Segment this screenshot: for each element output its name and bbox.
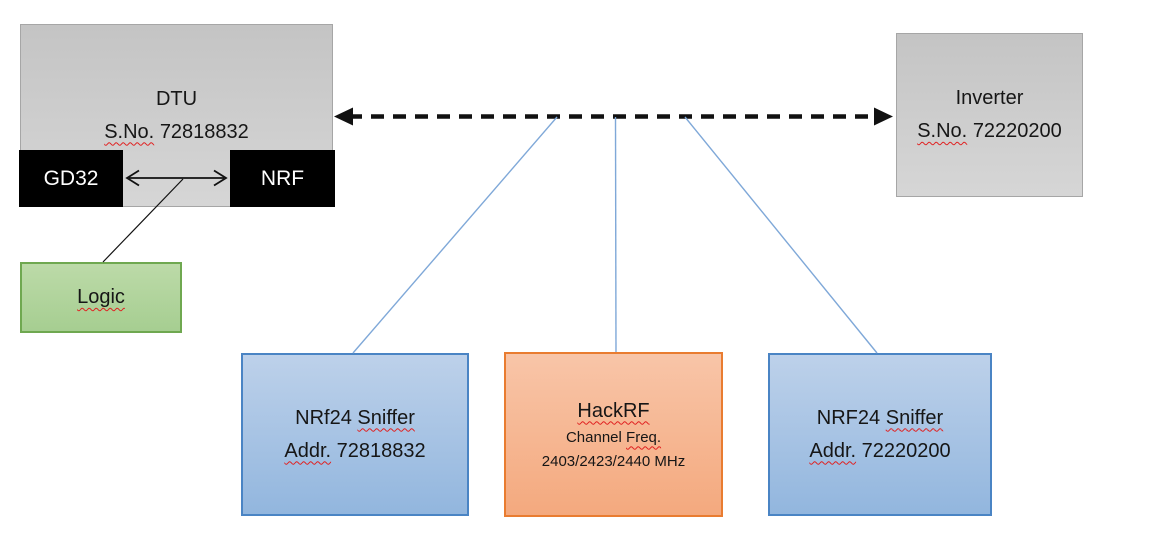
gd32-label: GD32 xyxy=(43,167,99,190)
hackrf-title: HackRF xyxy=(577,399,650,422)
nrf-chip[interactable]: NRF xyxy=(230,150,335,207)
hackrf-frequencies: 2403/2423/2440 MHz xyxy=(541,452,686,470)
dtu-serial: S.No.72818832 xyxy=(104,116,249,149)
sniffer-left-word: Sniffer xyxy=(357,406,415,429)
hackrf-freq-word: Freq. xyxy=(626,428,662,446)
sniffer-right-device: NRF24 xyxy=(816,406,881,429)
connector-hackrf[interactable] xyxy=(614,116,617,353)
rf-link-arrowhead-right xyxy=(874,107,893,126)
inverter-serial-value: 72220200 xyxy=(972,120,1062,142)
sniffer-right-addr: Addr.72220200 xyxy=(809,435,950,468)
dtu-serial-label: S.No. xyxy=(104,120,155,143)
sniffer-left-addr-label: Addr. xyxy=(284,439,332,462)
sniffer-left-device: NRf24 xyxy=(295,406,352,429)
connector-sniffer-left[interactable] xyxy=(352,116,558,354)
gd32-chip[interactable]: GD32 xyxy=(19,150,123,207)
logic-box[interactable]: Logic xyxy=(20,262,182,333)
sniffer-right-word: Sniffer xyxy=(885,406,944,429)
connector-sniffer-right[interactable] xyxy=(684,116,878,354)
dtu-title: DTU xyxy=(155,87,198,110)
rf-link-arrowhead-left xyxy=(334,107,353,126)
sniffer-right-addr-value: 72220200 xyxy=(861,439,951,462)
sniffer-right-addr-label: Addr. xyxy=(809,439,857,462)
dtu-serial-value: 72818832 xyxy=(159,120,249,143)
hackrf-channel-word: Channel xyxy=(565,428,622,446)
inverter-serial-label: S.No. xyxy=(917,120,968,142)
inverter-serial: S.No.72220200 xyxy=(917,115,1062,148)
inverter-box[interactable]: Inverter S.No.72220200 xyxy=(896,33,1083,197)
logic-label: Logic xyxy=(77,286,125,308)
sniffer-left-addr: Addr.72818832 xyxy=(284,435,425,468)
inverter-title: Inverter xyxy=(955,87,1024,109)
sniffer-left-addr-value: 72818832 xyxy=(336,439,426,462)
nrf-label: NRF xyxy=(260,167,305,190)
